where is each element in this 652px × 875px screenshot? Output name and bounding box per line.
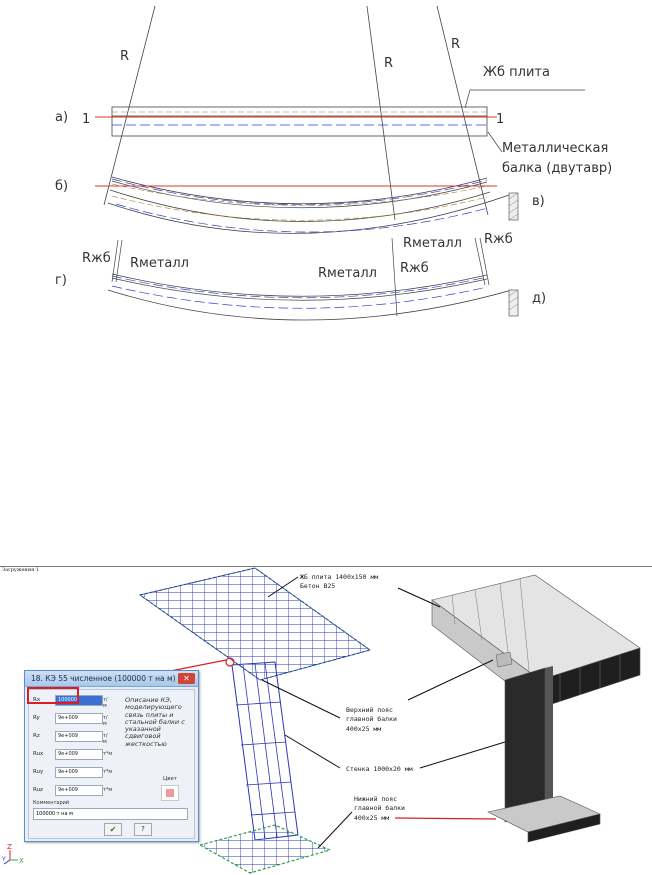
field-unit: т/м (103, 697, 108, 709)
color-picker[interactable] (161, 785, 179, 801)
stage-label: в) (532, 194, 545, 209)
ry-input[interactable]: 9e+009 (55, 713, 103, 724)
leader-line (419, 741, 506, 769)
stage-label: г) (55, 273, 67, 288)
rx-input[interactable]: 100000 (55, 695, 103, 706)
field-label: Ruz (33, 787, 43, 793)
close-button[interactable]: ✕ (178, 673, 195, 684)
leader-line (267, 576, 299, 598)
radius-line (366, 5, 396, 221)
leader-line (284, 734, 341, 769)
dialog-title: 18. КЭ 55 численное (100000 т на м) (31, 674, 176, 683)
top-flange-callout: главной балки (346, 715, 397, 723)
radius-label: Rметалл (403, 236, 462, 251)
field-label: Rux (33, 751, 44, 757)
ok-button[interactable]: ✔ (104, 823, 122, 836)
load-case-label: Загружения 1 (2, 567, 40, 573)
stage-g-section (107, 237, 519, 321)
rz-input[interactable]: 9e+009 (55, 731, 103, 742)
radius-label: Rметалл (318, 266, 377, 281)
section-mark: 1 (82, 112, 90, 127)
separator-line (0, 566, 652, 567)
fem-model-view[interactable]: ЖБ плита 1400х150 мм Бетон В25 Верхний п… (0, 567, 652, 875)
dialog-body: Rx 100000 т/м Ry 9e+009 т/м Rz 9e+009 т/… (28, 689, 195, 839)
color-label: Цвет (163, 776, 178, 782)
leader-line (397, 587, 441, 608)
slab-callout: ЖБ плита 1400х150 мм (300, 573, 378, 581)
color-swatch (166, 789, 174, 797)
beam-label: Металлическая (502, 141, 608, 156)
axis-triad-icon: Z X Y (2, 843, 24, 865)
radius-label: R (384, 56, 393, 71)
web-callout: Стенка 1000х20 мм (346, 765, 413, 773)
bottom-flange-mesh (198, 824, 332, 874)
comment-input[interactable]: 100000 т на м (33, 808, 188, 820)
dialog-titlebar[interactable]: 18. КЭ 55 численное (100000 т на м) ✕ (25, 671, 198, 687)
leader-line (261, 679, 341, 719)
field-label: Ry (33, 715, 40, 721)
comment-label: Комментарий (33, 800, 70, 806)
stage-label: д) (532, 291, 546, 306)
ruz-input[interactable]: 9e+009 (55, 785, 103, 796)
leader-line (407, 659, 494, 701)
rux-input[interactable]: 9e+009 (55, 749, 103, 760)
ruy-input[interactable]: 9e+009 (55, 767, 103, 778)
help-button[interactable]: ? (134, 823, 152, 836)
web-mesh (231, 661, 299, 841)
radius-label: Rжб (484, 232, 513, 247)
radius-label: Rжб (400, 261, 429, 276)
beam-label: балка (двутавр) (502, 161, 612, 176)
field-unit: т/м (103, 733, 108, 745)
bottom-flange-callout: 400х25 мм (354, 814, 389, 822)
stage-label: а) (55, 110, 68, 125)
beam-curvature-diagram: R R R Жб плита Металлическая балка (двут… (55, 5, 612, 321)
bottom-flange-callout: Нижний пояс (354, 795, 397, 803)
section-mark: 1 (496, 112, 504, 127)
slab-callout: Бетон В25 (300, 582, 335, 590)
axis-y-label: Y (2, 856, 6, 863)
radius-label: R (451, 37, 460, 52)
slab-mesh (138, 567, 372, 681)
top-flange-callout: Верхний пояс (346, 706, 393, 714)
radius-label: R (120, 49, 129, 64)
solid-beam-3d (431, 574, 641, 843)
field-unit: т/м (103, 715, 108, 727)
radius-line (103, 5, 156, 206)
stage-label: б) (55, 179, 68, 194)
fe-properties-dialog[interactable]: 18. КЭ 55 численное (100000 т на м) ✕ Rx… (24, 670, 199, 842)
field-label: Rx (33, 697, 41, 703)
axis-x-label: X (19, 857, 24, 865)
leader-line (317, 811, 353, 849)
stage-b-section (95, 176, 519, 234)
stage-a-section (95, 106, 497, 137)
leader-line (394, 817, 497, 820)
link-element-marker (225, 657, 235, 667)
fe-description: Описание КЭ, моделирующего связь плиты и… (125, 696, 185, 748)
field-label: Ruy (33, 769, 44, 775)
slab-label: Жб плита (483, 65, 550, 80)
axis-z-label: Z (7, 843, 12, 851)
radius-label: Rжб (82, 251, 111, 266)
field-unit: т*м (103, 769, 113, 775)
top-flange-callout: 400х25 мм (346, 725, 381, 733)
field-unit: т*м (103, 751, 113, 757)
field-unit: т*м (103, 787, 113, 793)
radius-label: Rметалл (130, 256, 189, 271)
field-label: Rz (33, 733, 40, 739)
bottom-flange-callout: главной балки (354, 804, 405, 812)
